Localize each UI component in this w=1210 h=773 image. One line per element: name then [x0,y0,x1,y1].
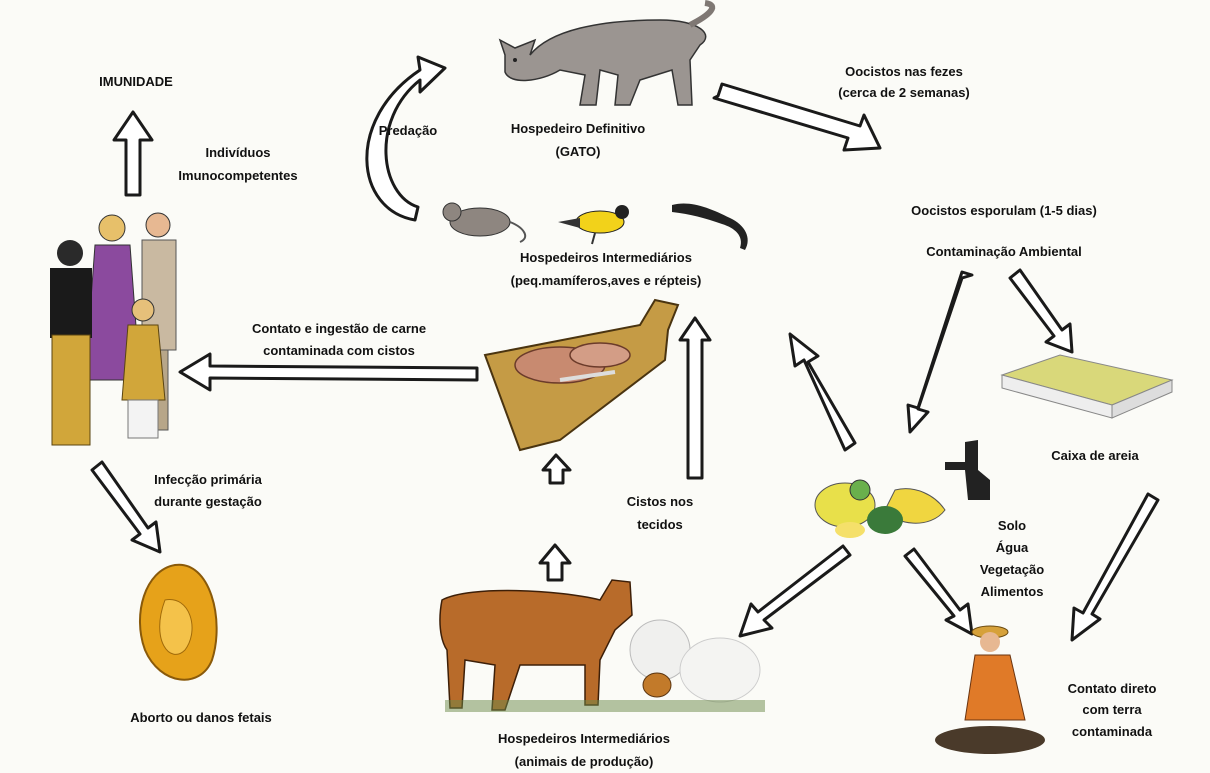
arrow-foods-to-farmer [905,549,972,634]
label-meat-contact-1: Contato e ingestão de carne [252,321,426,336]
arrow-up-cow [540,545,570,580]
arrow-meat-to-family [180,354,477,390]
fetus-illustration [140,565,217,680]
label-predation: Predação [379,123,438,138]
arrow-up-board [543,455,570,483]
label-vehicle-water: Água [996,540,1029,555]
label-soil-contact-2: com terra [1082,702,1142,717]
label-oocysts-feces-1: Oocistos nas fezes [845,64,963,79]
label-immunocompetent-2: Imunocompetentes [178,168,297,183]
label-tissue-cysts-1: Cistos nos [627,494,693,509]
arrow-to-sandbox [1010,270,1072,352]
label-immunity: IMUNIDADE [99,74,173,89]
cutting-board-illustration [485,300,678,450]
label-definitive-host-1: Hospedeiro Definitivo [511,121,645,136]
lizard-illustration [672,203,748,250]
foods-faucet-illustration [815,440,990,538]
mouse-illustration [443,203,525,242]
label-vehicle-vegetation: Vegetação [980,562,1044,577]
arrow-foods-to-production [740,546,850,636]
cat-illustration [500,3,712,105]
arrow-to-immunity [114,112,152,195]
arrow-predation [367,57,445,220]
label-intermediate-production-1: Hospedeiros Intermediários [498,731,670,746]
label-intermediate-small-2: (peq.mamíferos,aves e répteis) [511,273,702,288]
label-intermediate-small-1: Hospedeiros Intermediários [520,250,692,265]
label-primary-infection-1: Infecção primária [154,472,262,487]
family-illustration [50,213,176,445]
arrow-sandbox-to-farmer [1072,494,1158,640]
arrow-to-foods [908,272,972,432]
label-oocysts-sporulate: Oocistos esporulam (1-5 dias) [911,203,1097,218]
label-sandbox: Caixa de areia [1051,448,1139,463]
label-immunocompetent-1: Indivíduos [206,145,271,160]
label-tissue-cysts-2: tecidos [637,517,683,532]
arrow-foods-to-small-hosts [790,334,855,450]
label-soil-contact-1: Contato direto [1068,681,1157,696]
label-definitive-host-2: (GATO) [555,144,600,159]
label-env-contamination: Contaminação Ambiental [926,244,1082,259]
bird-illustration [558,205,629,244]
sandbox-illustration [1002,355,1172,418]
label-intermediate-production-2: (animais de produção) [515,754,654,769]
production-animals-illustration [440,580,765,712]
label-abortion: Aborto ou danos fetais [130,710,272,725]
label-vehicle-soil: Solo [998,518,1026,533]
label-oocysts-feces-2: (cerca de 2 semanas) [838,85,970,100]
label-primary-infection-2: durante gestação [154,494,262,509]
label-soil-contact-3: contaminada [1072,724,1153,739]
label-vehicle-foods: Alimentos [981,584,1044,599]
arrow-to-fetus [92,462,160,552]
label-meat-contact-2: contaminada com cistos [263,343,415,358]
arrow-tissue-cysts [680,318,710,478]
farmer-illustration [935,626,1045,754]
